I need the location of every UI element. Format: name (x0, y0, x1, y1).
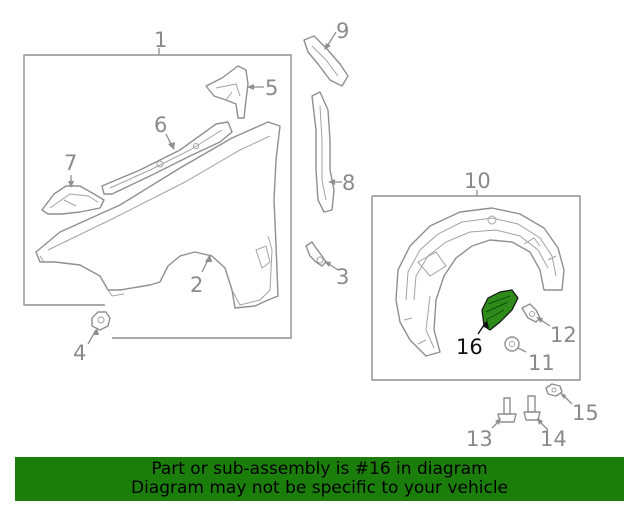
seal-part-8 (311, 91, 335, 213)
rail-part-6 (101, 121, 233, 195)
bracket-part-7 (41, 185, 105, 215)
callout-9: 9 (336, 19, 349, 43)
callout-4: 4 (73, 341, 86, 365)
callout-8: 8 (342, 171, 355, 195)
bolt-part-3 (305, 241, 327, 267)
notice-banner: Part or sub-assembly is #16 in diagram D… (15, 457, 624, 501)
callout-3: 3 (336, 265, 349, 289)
fender-liner (395, 207, 565, 357)
bracket-part-5 (205, 65, 249, 119)
fender-part (35, 121, 281, 309)
callout-7: 7 (64, 151, 77, 175)
notice-line-2: Diagram may not be specific to your vehi… (130, 478, 508, 498)
highlighted-part-16 (481, 289, 519, 331)
trim-part-9 (303, 35, 349, 87)
callout-1: 1 (154, 28, 167, 52)
callout-14: 14 (540, 427, 567, 451)
callout-15: 15 (572, 401, 599, 425)
callout-2: 2 (190, 273, 203, 297)
washer-part-11 (504, 336, 520, 352)
nut-part-4 (91, 311, 111, 331)
callout-13: 13 (466, 427, 493, 451)
nut-part-15 (545, 383, 563, 397)
callout-12: 12 (550, 323, 577, 347)
bolt-part-14 (523, 395, 541, 421)
callout-10: 10 (464, 169, 491, 193)
group-box-1 (23, 54, 159, 306)
notice-line-1: Part or sub-assembly is #16 in diagram (151, 459, 488, 479)
callout-16: 16 (456, 335, 483, 359)
callout-11: 11 (528, 351, 555, 375)
callout-5: 5 (265, 76, 278, 100)
callout-6: 6 (154, 113, 167, 137)
group-box-10 (371, 195, 581, 381)
clip-part-12 (521, 303, 541, 323)
